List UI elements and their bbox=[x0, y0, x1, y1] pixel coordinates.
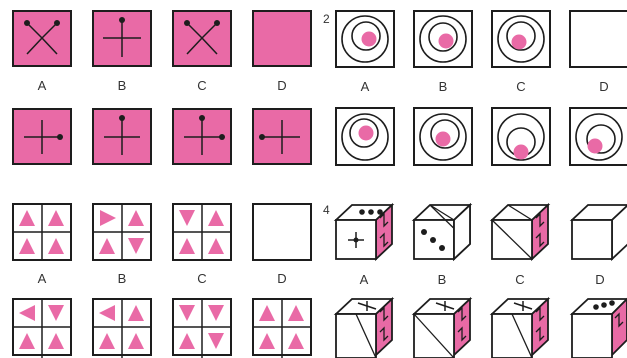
option-1b-tile[interactable] bbox=[93, 11, 151, 66]
option-4c-cube[interactable] bbox=[492, 205, 548, 259]
problem-2-labels: A B C D bbox=[361, 79, 609, 94]
option-4d-cube[interactable] bbox=[572, 205, 627, 259]
problem-3-row-2 bbox=[13, 299, 311, 358]
label-3b: B bbox=[118, 271, 127, 286]
problem-4-row-2 bbox=[336, 299, 627, 358]
option-4b-cube[interactable] bbox=[414, 205, 470, 259]
problem-2-row-1 bbox=[336, 11, 627, 67]
option-2-row2-tile-2[interactable] bbox=[414, 108, 472, 165]
label-4c: C bbox=[515, 272, 524, 287]
option-2-row2-tile-4[interactable] bbox=[570, 108, 627, 165]
option-2a-tile[interactable] bbox=[336, 11, 394, 67]
option-2b-tile[interactable] bbox=[414, 11, 472, 67]
option-1-row2-tile-4[interactable] bbox=[253, 109, 311, 164]
option-4-row2-cube-3[interactable] bbox=[492, 299, 548, 358]
option-4a-cube[interactable] bbox=[336, 205, 392, 259]
option-4-row2-cube-4[interactable] bbox=[572, 299, 627, 358]
option-3-row2-tile-2[interactable] bbox=[93, 299, 151, 358]
label-2b: B bbox=[439, 79, 448, 94]
problem-3-labels: A B C D bbox=[38, 271, 287, 286]
label-4a: A bbox=[360, 272, 369, 287]
label-3d: D bbox=[277, 271, 286, 286]
option-4-row2-cube-1[interactable] bbox=[336, 299, 392, 358]
label-4b: B bbox=[438, 272, 447, 287]
option-1a-tile[interactable] bbox=[13, 11, 71, 66]
option-3-row2-tile-1[interactable] bbox=[13, 299, 71, 358]
option-2-row2-tile-3[interactable] bbox=[492, 108, 550, 165]
label-3a: A bbox=[38, 271, 47, 286]
option-2d-tile[interactable] bbox=[570, 11, 627, 67]
label-1a: A bbox=[38, 78, 47, 93]
option-2-row2-tile-1[interactable] bbox=[336, 108, 394, 165]
option-1c-tile[interactable] bbox=[173, 11, 231, 66]
label-1b: B bbox=[118, 78, 127, 93]
problem-1-row-1 bbox=[13, 11, 311, 66]
problem-number-4: 4 bbox=[323, 203, 330, 217]
problem-1-labels: A B C D bbox=[38, 78, 287, 93]
label-3c: C bbox=[197, 271, 206, 286]
problem-number-2: 2 bbox=[323, 12, 330, 26]
option-3-row2-tile-4[interactable] bbox=[253, 299, 311, 358]
option-2c-tile[interactable] bbox=[492, 11, 550, 67]
option-3-row2-tile-3[interactable] bbox=[173, 299, 231, 358]
problem-1-row-2 bbox=[13, 109, 311, 164]
label-2d: D bbox=[599, 79, 608, 94]
option-3b-tile[interactable] bbox=[93, 204, 151, 260]
label-2a: A bbox=[361, 79, 370, 94]
option-3d-tile[interactable] bbox=[253, 204, 311, 260]
option-1-row2-tile-2[interactable] bbox=[93, 109, 151, 164]
problem-4-row-1 bbox=[336, 205, 627, 259]
option-1-row2-tile-1[interactable] bbox=[13, 109, 71, 164]
problem-4-labels: A B C D bbox=[360, 272, 605, 287]
option-3c-tile[interactable] bbox=[173, 204, 231, 260]
option-4-row2-cube-2[interactable] bbox=[414, 299, 470, 358]
option-3a-tile[interactable] bbox=[13, 204, 71, 260]
problem-3-row-1 bbox=[13, 204, 311, 260]
problem-2-row-2 bbox=[336, 108, 627, 165]
label-1c: C bbox=[197, 78, 206, 93]
label-1d: D bbox=[277, 78, 286, 93]
label-2c: C bbox=[516, 79, 525, 94]
option-1-row2-tile-3[interactable] bbox=[173, 109, 231, 164]
label-4d: D bbox=[595, 272, 604, 287]
option-1d-tile[interactable] bbox=[253, 11, 311, 66]
